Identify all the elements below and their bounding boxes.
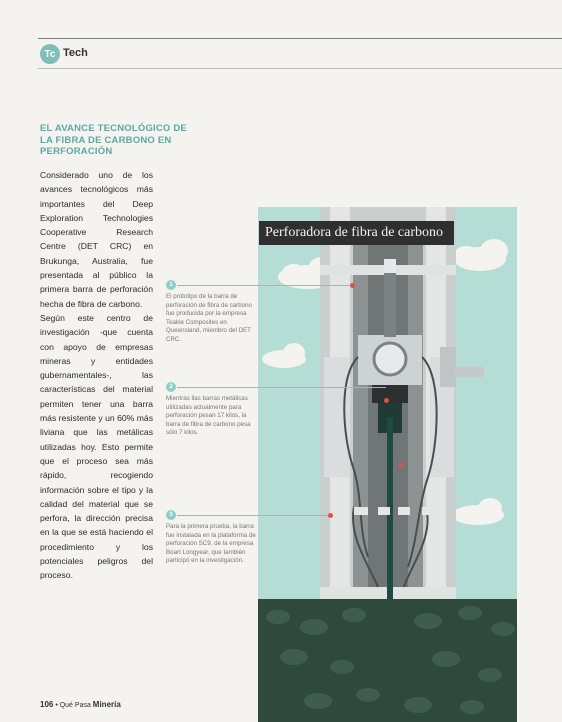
callout-2-number: 2 bbox=[166, 382, 176, 392]
callout-3-marker bbox=[328, 513, 333, 518]
drill-illustration bbox=[258, 207, 517, 722]
callout-3-text: Para la primera prueba, la barra fue ins… bbox=[166, 523, 256, 565]
section-rule bbox=[38, 68, 562, 69]
section-title: Tech bbox=[63, 47, 88, 59]
publication-brand: Minería bbox=[92, 700, 121, 709]
publication-name: Qué Pasa bbox=[59, 702, 93, 709]
callout-1-leader bbox=[177, 285, 353, 286]
drill-rig-graphic bbox=[258, 207, 517, 722]
callout-1-text: El prototipo de la barra de perforación … bbox=[166, 293, 252, 343]
callout-3-number: 3 bbox=[166, 510, 176, 520]
callout-1-marker bbox=[350, 283, 355, 288]
callout-2-leader bbox=[177, 387, 386, 388]
callout-2-text: Mientras llas barras metálicas utilizada… bbox=[166, 395, 251, 437]
article-paragraph-1: Considerado uno de los avances tecnológi… bbox=[40, 170, 153, 309]
article-paragraph-2: Según este centro de investigación -que … bbox=[40, 312, 153, 581]
article-body: Considerado uno de los avances tecnológi… bbox=[40, 168, 153, 583]
footer-separator: • bbox=[55, 702, 58, 709]
header-rule bbox=[38, 38, 562, 39]
page-number: 106 bbox=[40, 700, 54, 709]
callout-1-number: 1 bbox=[166, 280, 176, 290]
figure-title: Perforadora de fibra de carbono bbox=[259, 221, 454, 245]
article-heading: EL AVANCE TECNOLÓGICO DE LA FIBRA DE CAR… bbox=[40, 123, 187, 157]
callout-3-leader bbox=[177, 515, 330, 516]
page-footer: 106 • Qué Pasa Minería bbox=[40, 700, 121, 709]
callout-2-marker bbox=[384, 398, 389, 403]
section-badge-icon: Tc bbox=[40, 44, 60, 64]
callout-2b-marker bbox=[398, 462, 403, 467]
